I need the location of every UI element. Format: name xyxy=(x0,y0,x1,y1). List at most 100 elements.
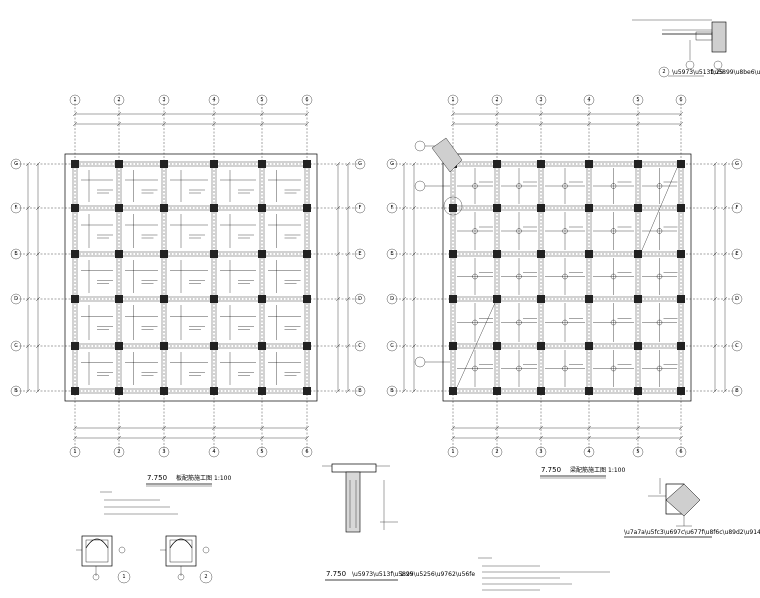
dimension-tick xyxy=(259,121,265,127)
column xyxy=(493,204,501,212)
column xyxy=(634,160,642,168)
left-plan-title-elev: 7.750 xyxy=(147,474,167,482)
axis-label: 1 xyxy=(73,97,76,103)
axis-label: B xyxy=(390,388,394,394)
dimension-tick xyxy=(411,343,417,349)
axis-bubble xyxy=(447,94,459,106)
hollow-marker xyxy=(610,273,617,280)
column xyxy=(210,342,218,350)
axis-bubble xyxy=(731,158,743,170)
axis-bubble xyxy=(731,340,743,352)
dimension-tick xyxy=(35,251,41,257)
axis-bubble xyxy=(491,446,503,458)
dimension-tick xyxy=(335,296,341,302)
axis-label: 3 xyxy=(539,449,542,455)
column xyxy=(160,387,168,395)
column xyxy=(303,204,311,212)
axis-bubble xyxy=(731,248,743,260)
detail-2-scale: 1:25 xyxy=(710,69,724,76)
dimension-tick xyxy=(211,121,217,127)
column xyxy=(258,250,266,258)
axis-label: F xyxy=(736,205,739,211)
dimension-tick xyxy=(25,205,31,211)
column xyxy=(115,160,123,168)
axis-label: E xyxy=(390,251,393,257)
column xyxy=(71,342,79,350)
dimension-tick xyxy=(259,435,265,441)
dimension-tick xyxy=(211,435,217,441)
dimension-tick xyxy=(304,425,310,431)
dimension-tick xyxy=(304,435,310,441)
column xyxy=(677,204,685,212)
dimension-tick xyxy=(335,251,341,257)
corner-detail-title: \u7a7a\u5fc3\u697c\u677f\u8f6c\u89d2\u91… xyxy=(624,529,760,536)
dimension-tick xyxy=(450,425,456,431)
detail-2-bubble xyxy=(658,66,670,78)
axis-bubble xyxy=(354,385,366,397)
section-title-text: \u5973\u513f\u5899\u5256\u9762\u56fe xyxy=(352,571,475,578)
column xyxy=(303,295,311,303)
column xyxy=(71,250,79,258)
column xyxy=(585,342,593,350)
axis-label: 4 xyxy=(587,97,590,103)
slab-outline xyxy=(64,153,318,402)
axis-label: F xyxy=(359,205,362,211)
axis-label: 3 xyxy=(162,97,165,103)
dimension-tick xyxy=(411,251,417,257)
hollow-marker xyxy=(562,319,568,326)
column xyxy=(115,204,123,212)
dimension-tick xyxy=(538,121,544,127)
axis-label: D xyxy=(358,296,362,302)
column xyxy=(449,387,457,395)
dimension-tick xyxy=(35,205,41,211)
axis-bubble xyxy=(69,94,81,106)
corner-hatch xyxy=(431,137,463,173)
axis-label: 3 xyxy=(539,97,542,103)
dimension-tick xyxy=(25,388,31,394)
column xyxy=(160,250,168,258)
hollow-marker xyxy=(656,183,663,189)
axis-label: 4 xyxy=(212,449,215,455)
dimension-tick xyxy=(345,251,351,257)
axis-label: 5 xyxy=(636,97,639,103)
dimension-tick xyxy=(722,343,728,349)
axis-bubble xyxy=(208,94,220,106)
axis-bubble xyxy=(301,94,313,106)
dimension-tick xyxy=(335,343,341,349)
column xyxy=(449,342,457,350)
dimension-tick xyxy=(211,111,217,117)
axis-label: D xyxy=(390,296,394,302)
column xyxy=(258,204,266,212)
axis-bubble xyxy=(675,94,687,106)
axis-label: 1 xyxy=(451,97,454,103)
axis-bubble xyxy=(386,202,398,214)
dimension-tick xyxy=(25,296,31,302)
dimension-tick xyxy=(401,343,407,349)
axis-bubble xyxy=(208,446,220,458)
dimension-tick xyxy=(335,388,341,394)
dimension-tick xyxy=(586,435,592,441)
column xyxy=(258,387,266,395)
axis-bubble xyxy=(158,94,170,106)
axis-bubble xyxy=(386,248,398,260)
dimension-tick xyxy=(304,121,310,127)
axis-label: E xyxy=(14,251,17,257)
column xyxy=(634,342,642,350)
column xyxy=(585,387,593,395)
col-detail-1-num: 1 xyxy=(122,574,125,580)
column xyxy=(449,204,457,212)
axis-label: 6 xyxy=(305,97,308,103)
dimension-tick xyxy=(72,435,78,441)
dimension-tick xyxy=(635,111,641,117)
right-notes xyxy=(478,557,610,591)
detail-circle xyxy=(443,196,463,216)
hollow-marker xyxy=(562,365,568,372)
axis-label: 1 xyxy=(73,449,76,455)
dimension-tick xyxy=(161,111,167,117)
column xyxy=(258,342,266,350)
hollow-marker xyxy=(516,319,522,326)
dimension-tick xyxy=(345,161,351,167)
column xyxy=(160,295,168,303)
column xyxy=(449,295,457,303)
column xyxy=(634,250,642,258)
